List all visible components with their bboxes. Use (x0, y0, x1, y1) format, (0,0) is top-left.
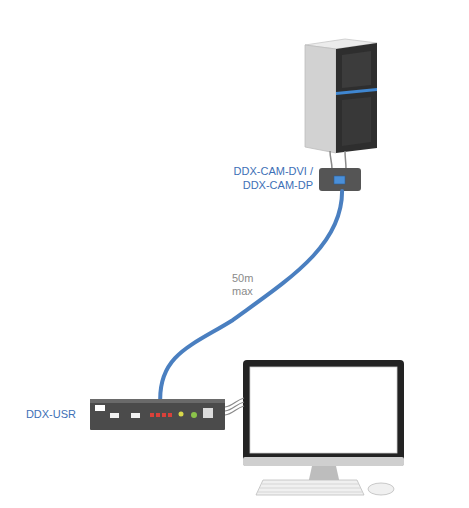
device-label: DDX-CAM-DVI / DDX-CAM-DP (221, 164, 313, 192)
led (150, 413, 154, 417)
monitor-chin (243, 457, 404, 466)
cat-cable (160, 191, 342, 399)
tower-side (305, 45, 336, 153)
indicator (179, 412, 184, 417)
tower-panel (342, 97, 371, 146)
mouse (368, 483, 394, 495)
device-label: DDX-USR (26, 407, 76, 421)
monitor-bezel (243, 360, 404, 466)
user-module: DDX-USR (90, 399, 225, 430)
wire (330, 151, 332, 169)
keyboard-keys (258, 484, 362, 492)
led (162, 413, 166, 417)
monitor-screen (250, 367, 397, 453)
keyboard (256, 480, 364, 495)
usb-port (131, 413, 140, 418)
usb-port (110, 413, 119, 418)
tower-front (336, 43, 377, 153)
led (168, 413, 172, 417)
distance-label: 50m max (232, 272, 264, 298)
box-top-edge (90, 399, 225, 403)
rj45-port (334, 176, 345, 184)
wire (345, 151, 346, 169)
tower-bay (342, 51, 371, 88)
logo-mark (203, 408, 213, 418)
led (156, 413, 160, 417)
logo-plate (95, 405, 105, 411)
video-cable (225, 406, 244, 415)
camera-module: DDX-CAM-DVI / DDX-CAM-DP (319, 168, 361, 191)
indicator (191, 412, 197, 418)
tower-stripe (336, 88, 377, 95)
